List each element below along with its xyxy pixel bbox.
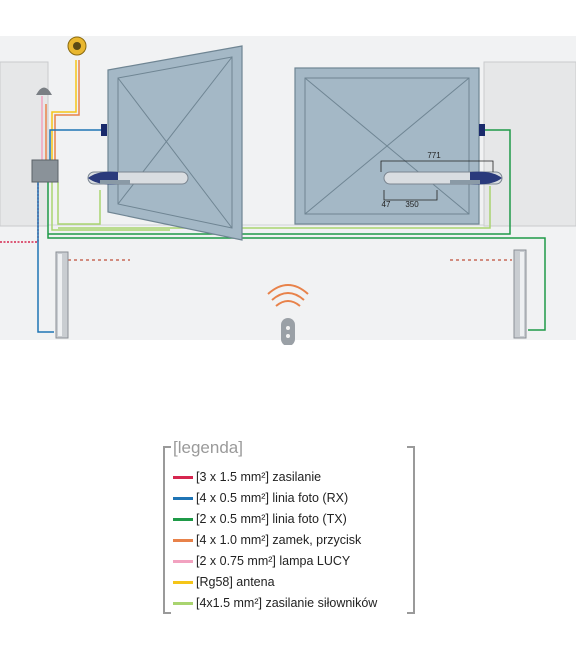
legend-item: [4 x 0.5 mm²] linia foto (RX) <box>173 489 348 507</box>
legend-swatch <box>173 559 193 563</box>
legend-label: [4x1.5 mm²] zasilanie siłowników <box>196 596 378 610</box>
legend-bracket-left <box>163 446 171 614</box>
legend-item: [2 x 0.5 mm²] linia foto (TX) <box>173 510 347 528</box>
legend-swatch <box>173 496 193 500</box>
gate-leaf-left <box>107 45 243 241</box>
legend-swatch <box>173 517 193 521</box>
photocell-right <box>513 249 527 339</box>
lamp-icon <box>36 87 52 95</box>
legend-label: [4 x 1.0 mm²] zamek, przycisk <box>196 533 362 547</box>
photocell-left <box>55 251 69 339</box>
right-pillar <box>483 61 576 227</box>
legend-label: [4 x 0.5 mm²] linia foto (RX) <box>196 491 349 505</box>
dimension-47: 47 <box>382 200 391 209</box>
cable-photo-rx <box>37 129 104 333</box>
legend-swatch <box>173 475 193 479</box>
gate-installation-diagram: 771 47 350 <box>0 36 576 345</box>
legend-item: [3 x 1.5 mm²] zasilanie <box>173 468 321 486</box>
hinge-right <box>479 124 485 136</box>
hinge-left <box>101 124 107 136</box>
legend-bracket-right <box>407 446 415 614</box>
dimension-771: 771 <box>427 151 441 160</box>
legend-swatch <box>173 538 193 542</box>
legend-label: [2 x 0.5 mm²] linia foto (TX) <box>196 512 347 526</box>
dimension-350: 350 <box>405 200 419 209</box>
cable-lock <box>54 60 80 160</box>
cable-motor-supply-2 <box>51 182 170 231</box>
legend-item: [2 x 0.75 mm²] lampa LUCY <box>173 552 350 570</box>
dimension-lines <box>380 160 494 201</box>
legend-label: [3 x 1.5 mm²] zasilanie <box>196 470 322 484</box>
legend-swatch <box>173 580 193 584</box>
motor-right <box>383 171 503 185</box>
legend-swatch <box>173 601 193 605</box>
remote-control-icon <box>267 284 309 345</box>
ground-area <box>0 36 576 340</box>
legend-item: [4 x 1.0 mm²] zamek, przycisk <box>173 531 361 549</box>
legend: [legenda] [3 x 1.5 mm²] zasilanie [4 x 0.… <box>163 438 415 614</box>
motor-left <box>87 171 189 185</box>
legend-title: [legenda] <box>173 438 243 457</box>
left-pillar <box>0 61 49 227</box>
legend-item: [Rg58] antena <box>173 573 275 591</box>
legend-label: [2 x 0.75 mm²] lampa LUCY <box>196 554 351 568</box>
legend-label: [Rg58] antena <box>196 575 275 589</box>
legend-item: [4x1.5 mm²] zasilanie siłowników <box>173 594 377 612</box>
cable-photo-tx <box>47 129 546 331</box>
cable-antenna <box>51 60 77 160</box>
junction-box <box>31 159 59 183</box>
